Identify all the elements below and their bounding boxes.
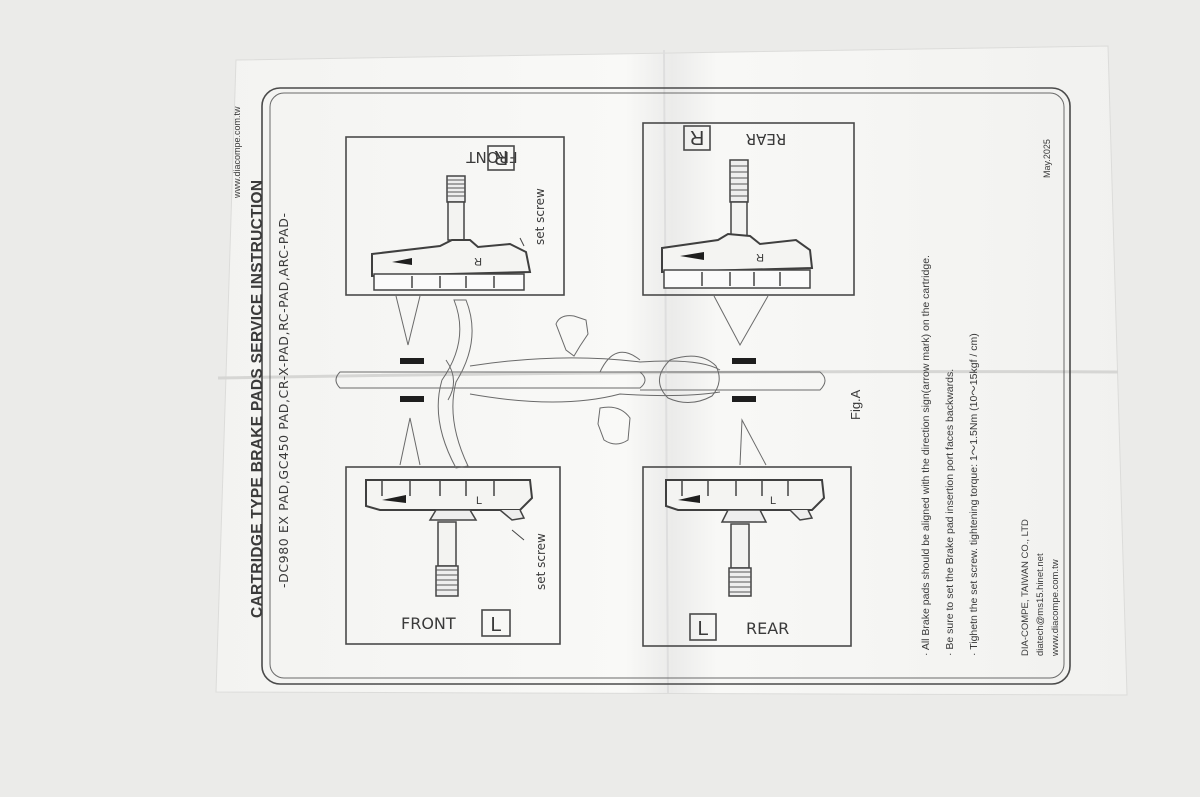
callout-front-bottom — [399, 417, 421, 466]
callout-rear-bottom — [739, 418, 767, 466]
panel-rear-left: L L REAR — [642, 466, 852, 647]
panel-front-left: L set screw FRONT L — [345, 466, 561, 645]
panel-rear-right-label: REAR — [746, 130, 787, 148]
instruction-3: · Tighetn the set screw. tightening torq… — [968, 333, 980, 656]
company-email: diatech@ms15.hinet.net — [1035, 553, 1046, 656]
svg-text:L: L — [697, 618, 708, 640]
fold-crease — [217, 370, 1119, 380]
svg-text:L: L — [476, 495, 482, 507]
side-badge-r-rear — [683, 125, 711, 151]
panel-rear-left-label: REAR — [746, 619, 789, 638]
svg-text:R: R — [756, 251, 764, 263]
instruction-1: · All Brake pads should be aligned with … — [920, 255, 932, 656]
sheet-website-top: www.diacompe.com.tw — [232, 106, 242, 199]
set-screw-label-front-right: set screw — [533, 188, 547, 245]
sheet-title: CARTRIDGE TYPE BRAKE PADS SERVICE INSTRU… — [249, 180, 266, 618]
panel-front-right: FRONT R R set screw — [345, 136, 565, 296]
side-badge-r-front — [487, 145, 515, 171]
panel-front-right-label: FRONT — [466, 148, 518, 166]
svg-text:L: L — [490, 614, 501, 636]
svg-text:R: R — [474, 255, 482, 267]
set-screw-label-front-left: set screw — [534, 533, 548, 590]
fig-label: Fig.A — [848, 389, 863, 420]
company-name: DIA-COMPE, TAIWAN CO., LTD — [1020, 519, 1031, 656]
bicycle-figure — [335, 299, 826, 469]
sheet-date: May.2025 — [1042, 139, 1052, 178]
side-badge-l-front — [481, 609, 511, 637]
instruction-2: · Be sure to set the Brake pad insertion… — [944, 369, 956, 656]
outer-frame — [261, 87, 1071, 685]
panel-rear-right: R REAR R — [642, 122, 855, 296]
panel-front-left-label: FRONT — [401, 614, 456, 633]
svg-text:R: R — [494, 146, 508, 168]
callout-rear-top — [713, 295, 769, 347]
sheet-models: -DC980 EX PAD,GC450 PAD,CR-X-PAD,RC-PAD,… — [276, 212, 291, 588]
svg-text:L: L — [770, 495, 776, 507]
svg-text:R: R — [690, 126, 704, 148]
side-badge-l-rear — [689, 613, 717, 641]
company-web: www.diacompe.com.tw — [1050, 559, 1061, 657]
callout-front-top — [395, 295, 421, 346]
